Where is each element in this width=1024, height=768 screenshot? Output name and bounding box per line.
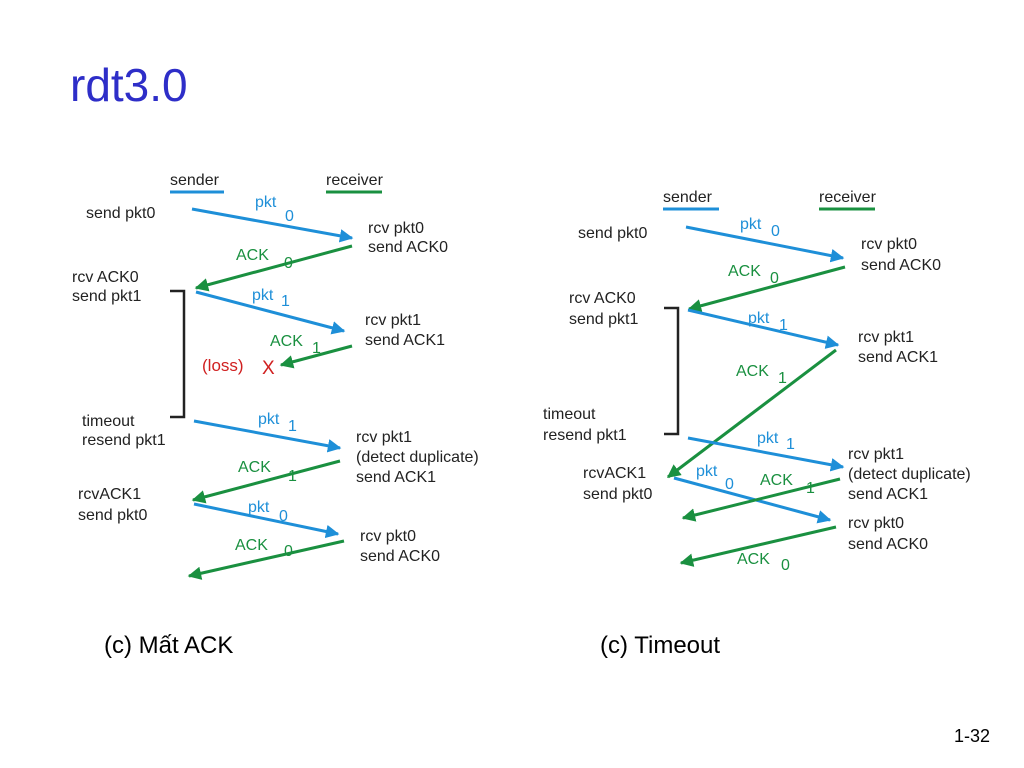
ack1-delayed-arrow [666,348,837,479]
timer-bracket [664,306,680,436]
ack1-again-label: ACK [238,459,271,476]
receiver-event-send-ack1: send ACK1 [365,332,445,349]
ack0-arrow [194,244,353,292]
pkt0-next-label: pkt [248,499,270,516]
premature-timeout-diagram: sender receiver send pkt0 pkt 0 rcv pkt0… [543,189,971,574]
sender-label: sender [170,172,220,189]
ack0-next-arrow [679,525,837,567]
ack1-again-number: 1 [806,480,815,497]
pkt0-label: pkt [255,194,277,211]
pkt1-arrow [687,308,840,349]
sender-event-send-pkt1: send pkt1 [72,288,141,305]
receiver-event-rcv-pkt0-next: rcv pkt0 [360,528,416,545]
receiver-event-send-ack1-again: send ACK1 [848,486,928,503]
sender-event-send-pkt0-next: send pkt0 [583,486,652,503]
ack0-label: ACK [728,263,761,280]
pkt0-next-label: pkt [696,463,718,480]
sender-event-timeout: timeout [543,406,596,423]
receiver-event-send-ack0: send ACK0 [368,239,448,256]
lost-ack-diagram: sender receiver send pkt0 pkt 0 rcv pkt0… [72,172,479,580]
receiver-event-rcv-pkt0-next: rcv pkt0 [848,515,904,532]
pkt1-resend-number: 1 [288,418,297,435]
ack1-again-number: 1 [288,468,297,485]
pkt1-resend-arrow [193,419,342,453]
ack1-label: ACK [736,363,769,380]
ack0-next-label: ACK [737,551,770,568]
receiver-event-send-ack1-again: send ACK1 [356,469,436,486]
sender-event-send-pkt1: send pkt1 [569,311,638,328]
ack1-again-arrow [191,459,341,504]
pkt1-number: 1 [281,293,290,310]
sender-event-rcv-ack0: rcv ACK0 [569,290,636,307]
loss-label: (loss) [202,356,244,375]
ack1-number: 1 [312,340,321,357]
pkt0-number: 0 [285,208,294,225]
sender-event-send-pkt0: send pkt0 [578,225,647,242]
receiver-event-detect-duplicate: (detect duplicate) [356,449,479,466]
sender-event-resend-pkt1: resend pkt1 [82,432,166,449]
sender-event-send-pkt0: send pkt0 [86,205,155,222]
receiver-event-rcv-pkt1: rcv pkt1 [858,329,914,346]
receiver-event-rcv-pkt1-dup: rcv pkt1 [848,446,904,463]
receiver-label: receiver [819,189,877,206]
ack0-next-number: 0 [284,543,293,560]
sender-event-timeout: timeout [82,413,135,430]
pkt0-next-number: 0 [279,508,288,525]
pkt0-number: 0 [771,223,780,240]
receiver-event-detect-duplicate: (detect duplicate) [848,466,971,483]
loss-x-marker: X [262,358,275,379]
pkt0-next-arrow [193,502,340,539]
receiver-event-rcv-pkt0: rcv pkt0 [368,220,424,237]
pkt0-next-number: 0 [725,476,734,493]
pkt1-resend-number: 1 [786,436,795,453]
receiver-label: receiver [326,172,384,189]
pkt1-resend-arrow [687,436,845,472]
receiver-event-rcv-pkt1: rcv pkt1 [365,312,421,329]
sender-event-rcvack1: rcvACK1 [583,465,646,482]
pkt0-next-arrow [673,476,832,524]
pkt1-arrow [195,290,346,335]
left-diagram-caption: (c) Mất ACK [104,632,234,659]
right-diagram-caption: (c) Timeout [600,632,721,659]
pkt1-label: pkt [748,310,770,327]
pkt1-number: 1 [779,317,788,334]
ack0-next-arrow [187,539,345,580]
pkt0-arrow [191,207,354,243]
slide-number: 1-32 [953,726,990,746]
ack0-number: 0 [770,270,779,287]
ack0-next-number: 0 [781,557,790,574]
timer-bracket [170,289,186,419]
pkt1-label: pkt [252,287,274,304]
receiver-event-send-ack0-next: send ACK0 [848,536,928,553]
receiver-event-send-ack1: send ACK1 [858,349,938,366]
ack0-label: ACK [236,247,269,264]
sender-event-rcvack1: rcvACK1 [78,486,141,503]
ack1-again-arrow [681,477,841,522]
ack0-arrow [687,265,846,313]
ack0-next-label: ACK [235,537,268,554]
pkt1-resend-label: pkt [258,411,280,428]
sender-event-resend-pkt1: resend pkt1 [543,427,627,444]
sender-event-send-pkt0-next: send pkt0 [78,507,147,524]
pkt1-resend-label: pkt [757,430,779,447]
receiver-event-send-ack0: send ACK0 [861,257,941,274]
ack1-again-label: ACK [760,472,793,489]
ack0-number: 0 [284,255,293,272]
receiver-event-send-ack0-next: send ACK0 [360,548,440,565]
ack1-lost-arrow [279,344,353,369]
ack1-label: ACK [270,333,303,350]
pkt0-arrow [685,225,845,263]
ack1-number: 1 [778,370,787,387]
sender-event-rcv-ack0: rcv ACK0 [72,269,139,286]
pkt0-label: pkt [740,216,762,233]
receiver-event-rcv-pkt0: rcv pkt0 [861,236,917,253]
sender-label: sender [663,189,713,206]
slide-title: rdt3.0 [70,59,188,111]
receiver-event-rcv-pkt1-dup: rcv pkt1 [356,429,412,446]
